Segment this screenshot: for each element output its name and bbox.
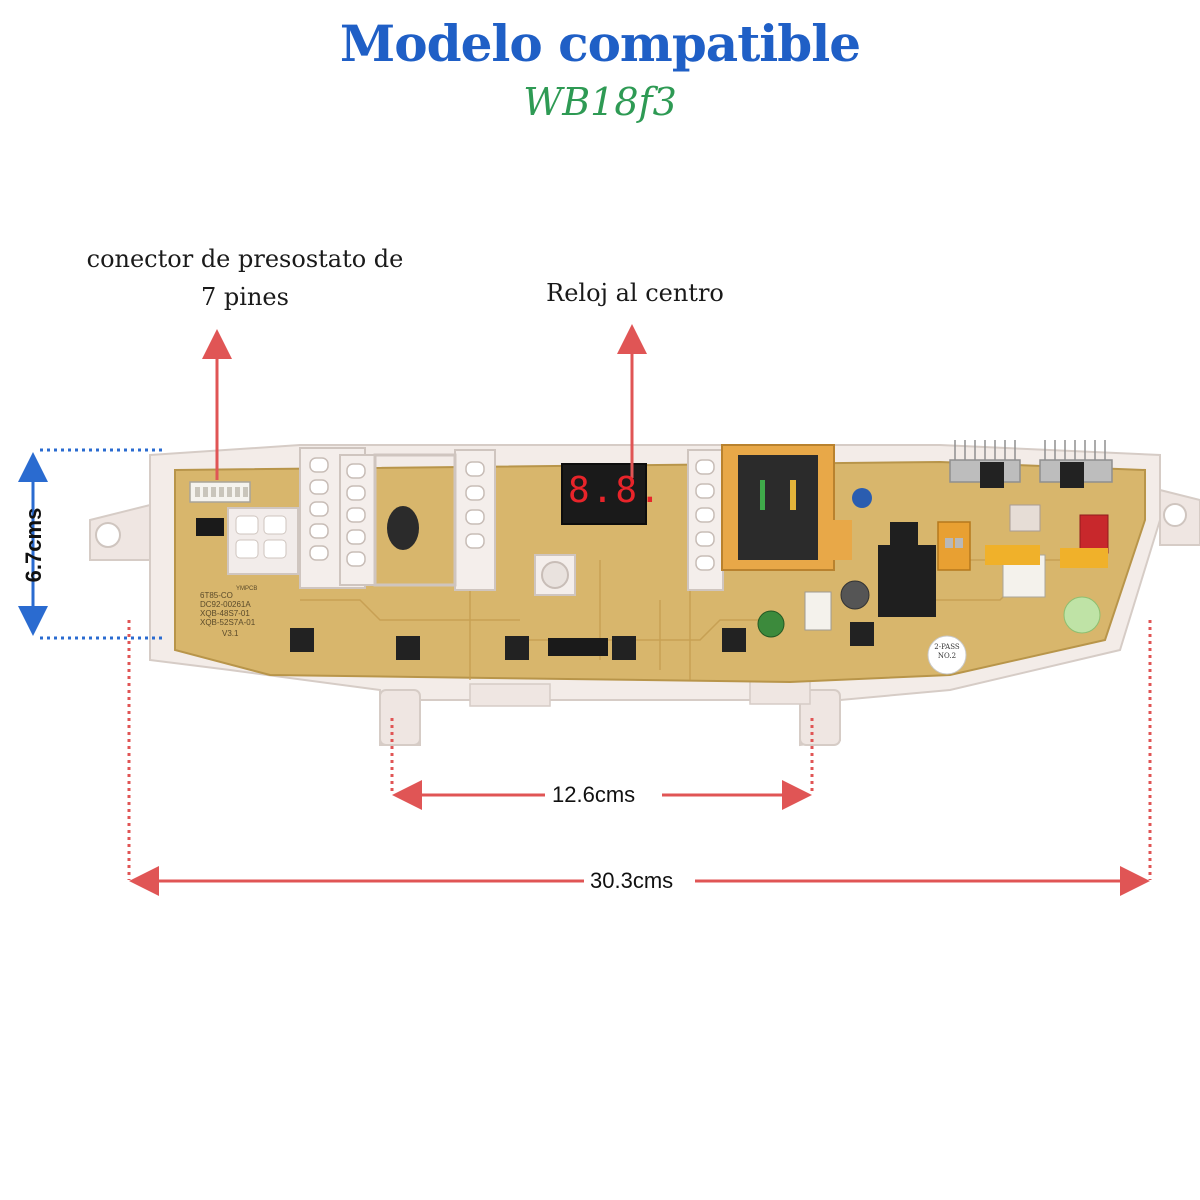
dimension-guides bbox=[18, 324, 1152, 896]
svg-text:V3.1: V3.1 bbox=[222, 629, 239, 638]
mount-spacing-label: 12.6cms bbox=[546, 782, 642, 808]
svg-text:6T85-CO: 6T85-CO bbox=[200, 591, 233, 600]
pcb: 6T85-CO DC92-00261A XQB-48S7-01 XQB-52S7… bbox=[174, 460, 1146, 684]
seven-segment-display bbox=[561, 463, 647, 525]
y-capacitor bbox=[852, 488, 872, 508]
svg-text:DC92-00261A: DC92-00261A bbox=[200, 600, 251, 609]
svg-text:YMPCB: YMPCB bbox=[236, 586, 257, 592]
display-digits: 8.8. bbox=[568, 470, 663, 511]
connector-callout-line2: 7 pines bbox=[201, 283, 289, 311]
silkscreen-text: 6T85-CO DC92-00261A XQB-48S7-01 XQB-52S7… bbox=[200, 586, 257, 638]
pass-sticker bbox=[927, 635, 967, 675]
connector-callout-line1: conector de presostato de bbox=[86, 245, 404, 273]
model-subtitle: WB18f3 bbox=[523, 80, 677, 124]
clock-callout: Reloj al centro bbox=[546, 279, 724, 307]
height-dimension-label: 6.7cms bbox=[21, 507, 46, 583]
pass-sticker-line2: NO.2 bbox=[937, 652, 957, 660]
pass-sticker-line1: 2-PASS bbox=[934, 643, 960, 651]
total-width-label: 30.3cms bbox=[584, 868, 680, 894]
components bbox=[189, 440, 1113, 675]
buzzer bbox=[387, 506, 419, 550]
svg-text:XQB-48S7-01: XQB-48S7-01 bbox=[200, 609, 250, 618]
relay bbox=[878, 545, 936, 617]
pass-sticker-text: 2-PASS NO.2 bbox=[928, 643, 966, 661]
tact-switches bbox=[290, 622, 874, 660]
main-ic bbox=[548, 638, 608, 656]
page-title: Modelo compatible bbox=[339, 14, 861, 73]
svg-text:XQB-52S7A-01: XQB-52S7A-01 bbox=[200, 618, 256, 627]
connector-callout: conector de presostato de 7 pines bbox=[60, 240, 430, 316]
